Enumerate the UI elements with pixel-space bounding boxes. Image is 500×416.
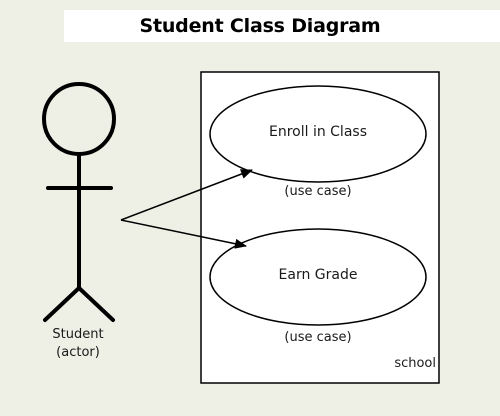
actor-right-leg [77, 286, 115, 322]
diagram-title: Student Class Diagram [139, 15, 381, 37]
use-case-grade-label: Earn Grade [278, 267, 358, 283]
system-label: school [394, 356, 436, 371]
use-case-enroll-ellipse [209, 85, 427, 183]
use-case-enroll-caption: (use case) [284, 184, 352, 199]
use-case-enroll-label: Enroll in Class [268, 124, 367, 140]
actor-name: Student [52, 327, 104, 342]
actor-head [42, 82, 116, 156]
association-arrow-grade [120, 219, 247, 249]
use-case-grade-caption: (use case) [284, 330, 352, 345]
association-arrow-enroll [120, 169, 253, 221]
title-background [64, 10, 500, 42]
actor-left-leg [43, 286, 81, 322]
use-case-grade-ellipse [209, 228, 427, 326]
actor-role: (actor) [56, 345, 100, 360]
stick-figure-icon [42, 82, 116, 322]
